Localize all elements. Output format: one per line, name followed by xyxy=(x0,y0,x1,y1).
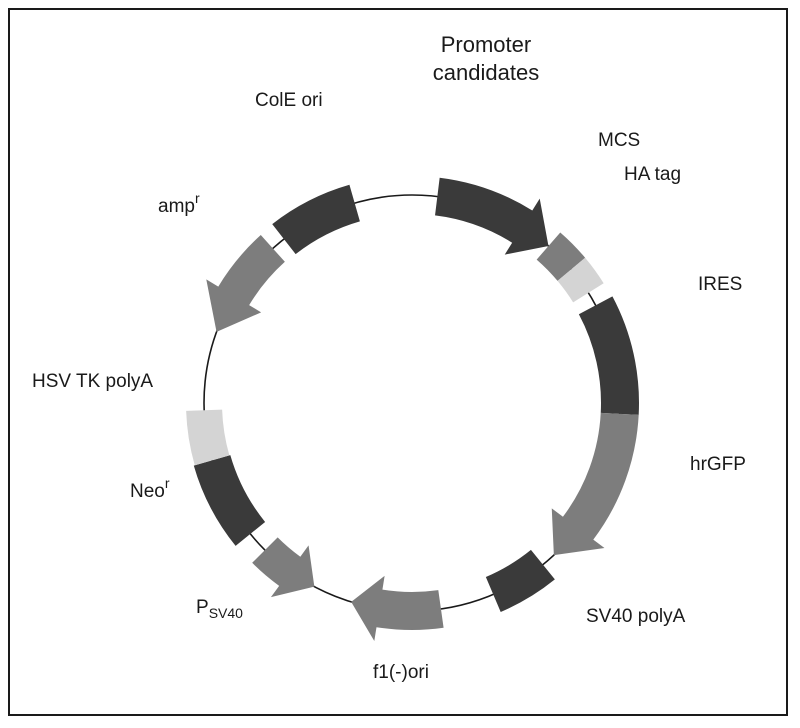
psv40-label: PSV40 xyxy=(196,597,243,621)
neo-r-label-main: Neo xyxy=(130,481,165,502)
cole-ori-label: ColE ori xyxy=(255,90,323,111)
ires-segment xyxy=(578,296,640,415)
sv40-polya-segment xyxy=(485,549,555,612)
amp-r-label-sup: r xyxy=(195,190,200,206)
amp-r-label-main: amp xyxy=(158,196,195,217)
cole-ori-segment xyxy=(272,184,360,255)
ha-tag-label: HA tag xyxy=(624,164,681,185)
neo-r-label-sup: r xyxy=(165,475,170,491)
promoter-label-line1: Promoter xyxy=(441,32,531,57)
psv40-segment xyxy=(252,537,315,598)
sv40-polya-label: SV40 polyA xyxy=(586,606,686,627)
promoter-label-line2: candidates xyxy=(433,60,539,85)
f1-ori-label: f1(-)ori xyxy=(373,662,429,683)
neo-r-segment xyxy=(193,455,266,546)
hsv-tk-polya-segment xyxy=(186,409,230,466)
mcs-label: MCS xyxy=(598,130,640,151)
psv40-label-sub: SV40 xyxy=(209,605,243,621)
figure-frame xyxy=(8,8,788,716)
hrgfp-label: hrGFP xyxy=(690,454,746,475)
amp-r-segment xyxy=(206,235,285,332)
psv40-label-main: P xyxy=(196,597,209,618)
ires-label: IRES xyxy=(698,274,742,295)
mcs-segment xyxy=(536,232,586,281)
amp-r-label: ampr xyxy=(158,190,200,217)
hrgfp-segment xyxy=(551,412,639,556)
promoter-segment xyxy=(435,177,549,255)
ha-tag-segment xyxy=(557,257,604,303)
neo-r-label: Neor xyxy=(130,475,170,502)
feature-segments xyxy=(186,177,640,642)
f1-ori-segment xyxy=(351,575,444,642)
hsv-tk-polya-label: HSV TK polyA xyxy=(32,371,153,392)
